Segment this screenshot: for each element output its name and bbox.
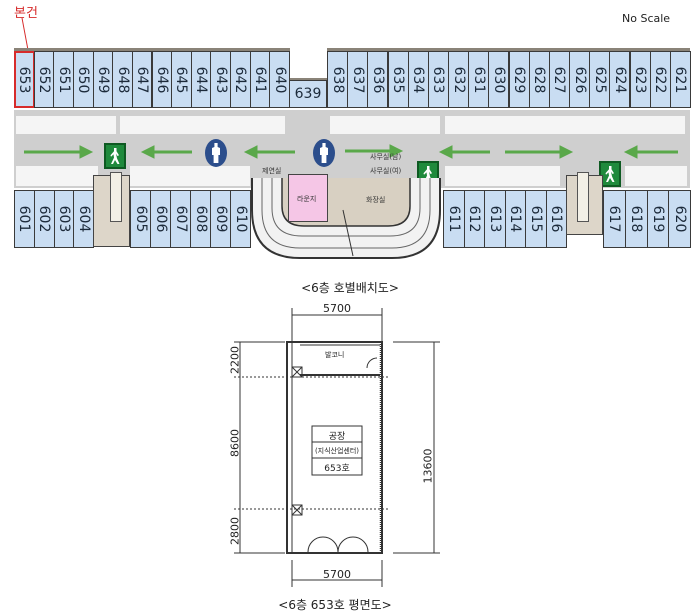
unit-number: 614	[507, 205, 524, 233]
height-dimension-front: 2800	[228, 517, 242, 545]
height-dimension-balcony: 2200	[228, 346, 242, 374]
height-dimension-main: 8600	[228, 429, 242, 457]
unit-606[interactable]: 606	[150, 190, 171, 248]
unit-number: 618	[628, 205, 645, 233]
unit-number: 602	[36, 205, 53, 233]
smoke-room-label: 제연실	[262, 167, 282, 175]
width-top-dimension: 5700	[323, 302, 351, 315]
unit-608[interactable]: 608	[190, 190, 211, 248]
unit-605[interactable]: 605	[130, 190, 151, 248]
unit-602[interactable]: 602	[33, 190, 55, 248]
arrow-left-icon	[438, 145, 490, 159]
restroom-person-icon	[313, 139, 335, 167]
unit-number: 606	[152, 205, 169, 233]
arrow-right-icon	[505, 145, 574, 159]
office2-label: 사무실(여)	[370, 167, 402, 175]
parking-slot	[16, 116, 116, 134]
parking-slot	[330, 116, 440, 134]
room-number-label: 653호	[324, 464, 350, 474]
unit-620[interactable]: 620	[668, 190, 691, 248]
unit-number: 601	[16, 205, 33, 233]
unit-611[interactable]: 611	[443, 190, 465, 248]
unit-number: 610	[232, 205, 249, 233]
emergency-exit-icon	[104, 143, 126, 169]
unit-number: 607	[172, 205, 189, 233]
arrow-left-icon	[243, 145, 295, 159]
emergency-exit-icon	[599, 161, 621, 187]
vehicle-ramp	[251, 178, 441, 259]
subject-pointer-line	[21, 17, 29, 51]
unit-612[interactable]: 612	[463, 190, 485, 248]
unit-number: 612	[466, 205, 483, 233]
office-label: 사무실(남)	[370, 153, 402, 161]
top-wall	[14, 48, 290, 52]
unit-609[interactable]: 609	[210, 190, 231, 248]
parking-slot	[445, 116, 685, 134]
unit-640[interactable]: 640	[269, 51, 290, 108]
top-wall	[327, 48, 690, 52]
parking-slot	[130, 166, 250, 186]
unit-number: 605	[132, 205, 149, 233]
parking-slot	[625, 166, 687, 186]
unit-number: 615	[527, 205, 544, 233]
arrow-right-icon	[345, 144, 404, 158]
unit-number: 611	[445, 205, 462, 233]
unit-615[interactable]: 615	[525, 190, 547, 248]
unit-number: 603	[55, 205, 72, 233]
unit-617[interactable]: 617	[603, 190, 626, 248]
arrow-left-icon	[140, 145, 192, 159]
room-use-label: 공장	[328, 432, 346, 442]
parking-slot	[16, 166, 98, 186]
unit-610[interactable]: 610	[230, 190, 251, 248]
parking-slot	[120, 116, 285, 134]
unit-604[interactable]: 604	[73, 190, 94, 248]
unit-number: 604	[75, 205, 92, 233]
parking-slot	[445, 166, 560, 186]
unit-number: 617	[606, 205, 623, 233]
balcony-label: 발코니	[325, 351, 345, 359]
no-scale-label: No Scale	[622, 12, 671, 25]
restroom-person-icon	[205, 139, 227, 167]
arrow-right-icon	[24, 145, 94, 159]
unit-number: 619	[649, 205, 666, 233]
unit-number: 613	[486, 205, 503, 233]
height-total-dimension: 13600	[421, 448, 435, 484]
unit-plan-caption: <6층 653호 평면도>	[278, 598, 392, 612]
unit-number: 608	[192, 205, 209, 233]
width-bottom-dimension: 5700	[323, 568, 351, 581]
stair	[577, 172, 589, 222]
unit-603[interactable]: 603	[53, 190, 75, 248]
unit-619[interactable]: 619	[646, 190, 670, 248]
unit-653-plan-drawing	[234, 308, 440, 587]
unit-number: 620	[671, 205, 688, 233]
unit-607[interactable]: 607	[170, 190, 191, 248]
unit-number: 609	[212, 205, 229, 233]
unit-616[interactable]: 616	[545, 190, 567, 248]
lounge-label: 라운지	[297, 195, 317, 203]
unit-601[interactable]: 601	[14, 190, 35, 248]
floor-plan-caption: <6층 호별배치도>	[301, 281, 399, 295]
unit-614[interactable]: 614	[504, 190, 526, 248]
room-type-label: (지식산업센터)	[314, 447, 360, 455]
arrow-left-icon	[623, 145, 678, 159]
subject-label: 본건	[14, 6, 38, 21]
unit-621[interactable]: 621	[669, 51, 691, 108]
unit-639[interactable]: 639	[289, 80, 327, 108]
lounge: 라운지	[288, 174, 328, 222]
unit-number: 616	[548, 205, 565, 233]
stair	[110, 172, 122, 222]
unit-613[interactable]: 613	[484, 190, 506, 248]
unit-618[interactable]: 618	[624, 190, 648, 248]
restroom-label: 화장실	[366, 196, 386, 204]
corridor-arrows	[24, 144, 678, 159]
